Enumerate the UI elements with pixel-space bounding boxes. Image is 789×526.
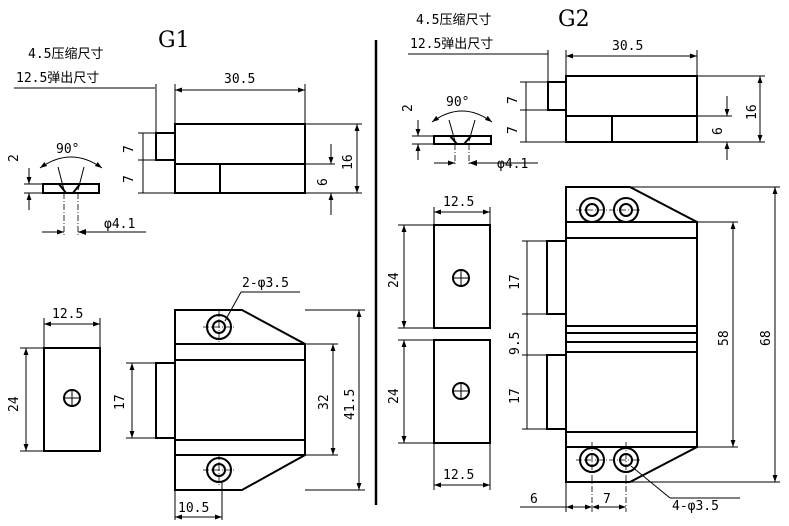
g2-stroke-label: 4.5压缩尺寸 <box>416 12 491 28</box>
g1-dim-41: 41.5 <box>343 389 358 420</box>
g1-body <box>174 123 306 194</box>
g1-title: G1 <box>158 28 190 53</box>
g2-plate-top: 12.5 24 <box>387 195 491 329</box>
g1-dim-plate-w: 12.5 <box>52 307 83 322</box>
g1-angle: 90° <box>56 142 79 157</box>
g1-side-view: 30.5 7 7 16 6 <box>122 72 362 215</box>
g2-angle: 90° <box>446 95 469 110</box>
g2-latch-front: 4-φ3.5 17 9.5 17 58 68 6 7 <box>508 186 780 514</box>
g1-dim-hole: φ4.1 <box>104 217 135 232</box>
g2-dim-plate-h-top: 24 <box>387 272 402 288</box>
g2-dim-6: 6 <box>711 127 726 135</box>
g2-dim-16: 16 <box>745 104 760 120</box>
g1-strike-plate: 90° 2 φ4.1 <box>7 142 146 236</box>
g2-dim-w7: 7 <box>603 492 611 507</box>
g2-dim-7a: 7 <box>506 96 521 104</box>
g2-plunger <box>547 81 567 111</box>
g2-plate-bottom: 12.5 24 <box>387 339 491 490</box>
g2-side-view: 30.5 7 7 16 6 <box>506 39 765 160</box>
g2-dim-gap: 9.5 <box>508 332 523 355</box>
g1-eject-label: 12.5弹出尺寸 <box>16 71 99 86</box>
g1-dim-length-text: 30.5 <box>224 72 255 87</box>
g1-plate-front: 12.5 24 <box>7 307 101 452</box>
g1-latch-body <box>174 309 306 491</box>
g1-dim-6: 6 <box>316 178 331 186</box>
g1-dim-base-w: 10.5 <box>178 501 209 516</box>
g2-holes: 4-φ3.5 <box>672 499 719 514</box>
g2-dim-plate-h-bot: 24 <box>387 388 402 404</box>
g1-holes: 2-φ3.5 <box>242 276 289 291</box>
g1-dim-16-text: 16 <box>341 154 356 170</box>
g1-plunger <box>155 132 176 161</box>
g2-latch-body <box>565 186 698 483</box>
g2-dim-hole: φ4.1 <box>497 157 528 172</box>
g1-dim-plate-h: 24 <box>7 396 22 412</box>
g2-title: G2 <box>558 7 590 32</box>
g2-dim-68: 68 <box>759 330 774 346</box>
g2-eject-label: 12.5弹出尺寸 <box>410 37 493 52</box>
g2-dim-length-text: 30.5 <box>612 39 643 54</box>
g2-angle-arc <box>431 110 493 123</box>
g2-dim-17a: 17 <box>508 274 523 290</box>
g2-dim-plate-w-top: 12.5 <box>443 195 474 210</box>
g1-dim-thk: 2 <box>7 154 22 162</box>
g1-dim-17: 17 <box>113 394 128 410</box>
g1-dim-7a: 7 <box>122 145 137 153</box>
g2-dim-w6: 6 <box>530 492 538 507</box>
g1-dim-32: 32 <box>317 394 332 410</box>
g2-dim-7b: 7 <box>506 126 521 134</box>
g1-group: G1 4.5压缩尺寸 12.5弹出尺寸 30.5 7 <box>7 28 365 520</box>
g1-dim-7b: 7 <box>122 175 137 183</box>
g2-group: G2 4.5压缩尺寸 12.5弹出尺寸 30.5 7 7 16 <box>387 7 780 514</box>
g2-body <box>565 75 698 143</box>
g1-latch-front: 2-φ3.5 17 32 41.5 10.5 <box>113 276 365 520</box>
g2-dim-thk: 2 <box>401 104 416 112</box>
g1-stroke-label: 4.5压缩尺寸 <box>28 46 103 62</box>
g2-dim-58: 58 <box>717 330 732 346</box>
g1-angle-arc <box>39 156 103 169</box>
g2-dim-plate-w-bot: 12.5 <box>443 468 474 483</box>
g2-dim-17b: 17 <box>508 388 523 404</box>
g2-strike-plate: 90° 2 φ4.1 <box>401 95 538 172</box>
